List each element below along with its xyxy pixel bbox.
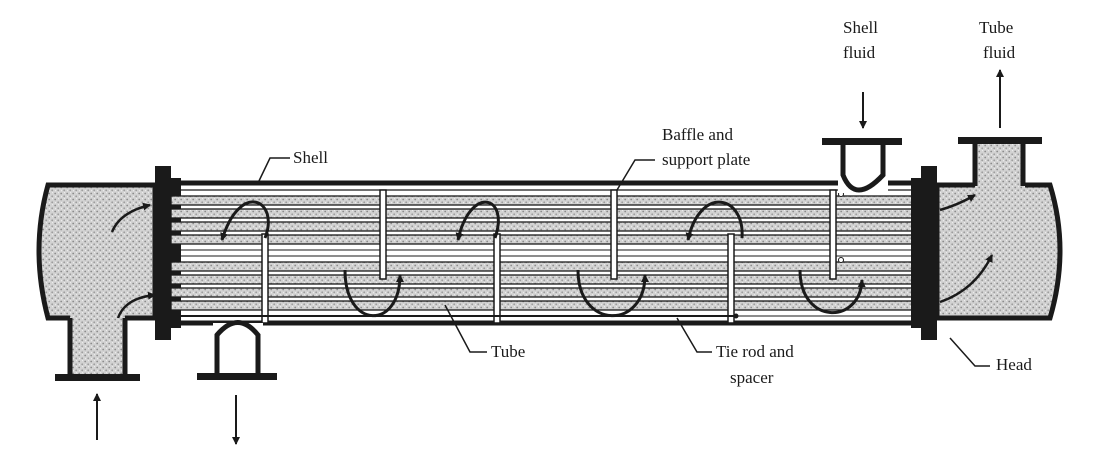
label-tie-rod-line1: Tie rod and: [716, 342, 794, 361]
flow-arrow: [110, 202, 151, 233]
head-leader: [949, 337, 990, 367]
shell-flow-arrows: [220, 200, 866, 318]
flow-arrow: [939, 193, 976, 212]
shell-body: [181, 180, 911, 326]
tube-row: [170, 221, 921, 232]
label-tube-fluid-line2: fluid: [983, 43, 1016, 62]
baffles: [261, 189, 837, 324]
left-tubesheet: [155, 166, 181, 340]
baffle-plate: [829, 189, 837, 280]
shell-inlet-nozzle: [822, 138, 902, 193]
shell-leader: [257, 157, 290, 184]
right-outlet-nozzle: [958, 137, 1042, 189]
label-tube: Tube: [491, 342, 525, 361]
shell-outlet-nozzle: [197, 320, 277, 380]
tube-flow-arrows: [110, 193, 994, 319]
label-shell: Shell: [293, 148, 328, 167]
tube-row: [170, 274, 921, 285]
labels: Shell Baffle and support plate Shell flu…: [293, 18, 1032, 387]
label-shell-fluid-line1: Shell: [843, 18, 878, 37]
label-head: Head: [996, 355, 1032, 374]
right-tubesheet: [911, 166, 937, 340]
baffle-plate: [727, 233, 735, 324]
baffle-plate: [610, 189, 618, 280]
label-baffle-line2: support plate: [662, 150, 750, 169]
flow-arrow: [576, 269, 649, 318]
flow-arrow: [798, 269, 866, 315]
tube-row: [170, 234, 921, 245]
tube-leader: [444, 304, 487, 353]
left-head: [36, 182, 158, 381]
baffle-plate: [493, 233, 501, 324]
leader-lines: [257, 157, 990, 367]
flow-arrow: [343, 269, 404, 318]
tube-row: [170, 300, 921, 311]
flow-arrow: [685, 200, 744, 241]
baffle-leader: [616, 159, 655, 191]
flow-arrow: [116, 291, 156, 319]
flow-arrow: [455, 200, 500, 241]
tube-row: [170, 287, 921, 298]
label-tie-rod-line2: spacer: [730, 368, 774, 387]
tube-row: [170, 208, 921, 219]
baffle-plate: [261, 233, 269, 324]
external-flow-arrows: [93, 69, 1004, 445]
tie-rod-leader: [676, 317, 712, 353]
flow-arrow: [220, 200, 270, 241]
label-tube-fluid-line1: Tube: [979, 18, 1013, 37]
baffle-plate: [379, 189, 387, 280]
left-inlet-nozzle: [55, 315, 140, 381]
tube-row: [170, 195, 921, 206]
label-baffle-line1: Baffle and: [662, 125, 733, 144]
flow-arrow: [939, 254, 994, 304]
right-head: [934, 137, 1063, 321]
tube-row: [170, 261, 921, 272]
label-shell-fluid-line2: fluid: [843, 43, 876, 62]
